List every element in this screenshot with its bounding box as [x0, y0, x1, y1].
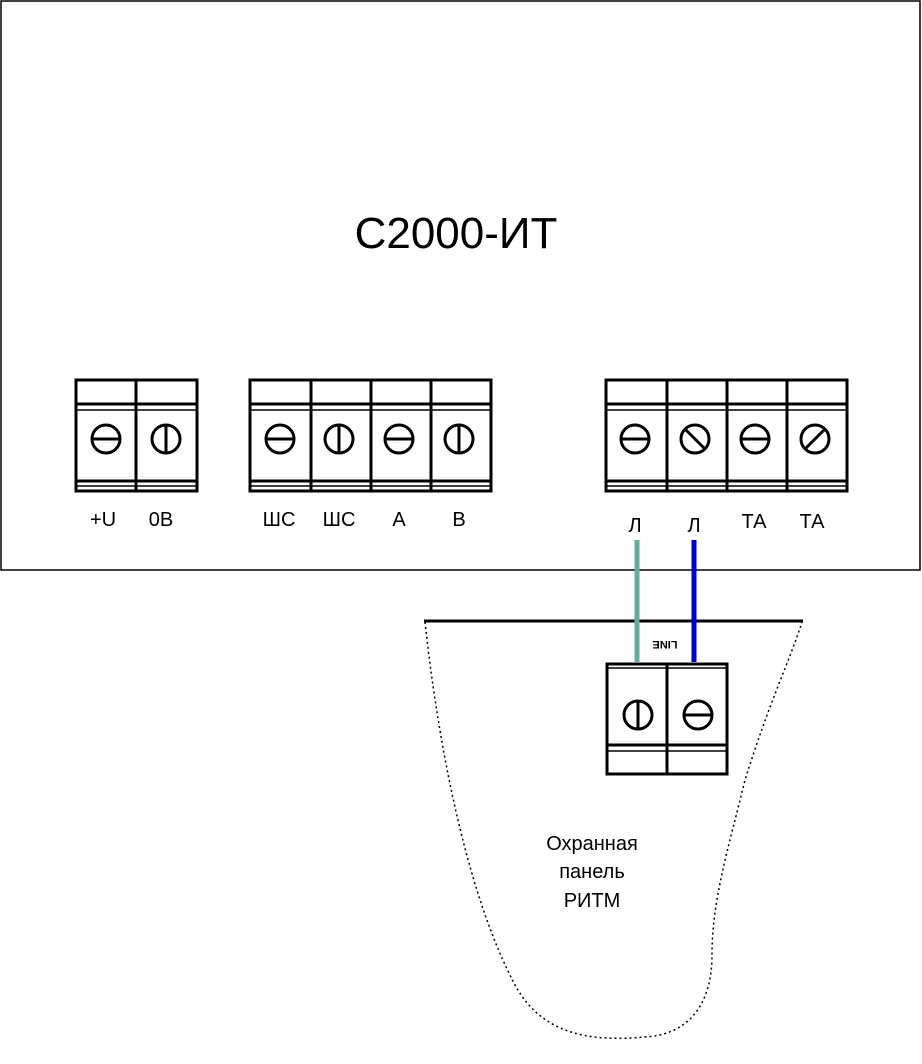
screw-icon	[150, 423, 182, 455]
screw-icon	[383, 423, 415, 455]
panel-caption-line-1: Охранная	[546, 833, 638, 855]
screw-icon	[619, 423, 651, 455]
screw-icon	[323, 423, 355, 455]
terminal-label-l-1: Л	[628, 515, 641, 537]
panel-caption-line-3: РИТМ	[564, 890, 621, 912]
screw-icon	[739, 423, 771, 455]
screw-icon	[264, 423, 296, 455]
terminal-label-a: А	[392, 509, 406, 531]
screw-icon	[799, 423, 831, 455]
terminal-label-ta-2: ТА	[800, 511, 826, 533]
terminal-block-power	[74, 378, 199, 493]
terminal-label-0v: 0В	[149, 509, 173, 531]
terminal-label-shs-1: ШС	[263, 509, 296, 531]
screw-icon	[682, 699, 714, 731]
panel-terminal-block	[605, 662, 729, 776]
terminal-block-loop	[248, 378, 493, 493]
terminal-label-shs-2: ШС	[323, 509, 356, 531]
screw-icon	[90, 423, 122, 455]
device-title: С2000-ИТ	[355, 209, 558, 258]
terminal-label-plus-u: +U	[90, 509, 116, 531]
screw-icon	[622, 699, 654, 731]
panel-caption-line-2: панель	[559, 861, 625, 883]
terminal-block-line	[604, 378, 849, 493]
terminal-label-b: В	[452, 509, 465, 531]
terminal-label-l-2: Л	[687, 515, 700, 537]
screw-icon	[443, 423, 475, 455]
terminal-label-ta-1: ТА	[742, 511, 768, 533]
screw-icon	[679, 423, 711, 455]
connector-line-label: LINE	[652, 638, 677, 650]
